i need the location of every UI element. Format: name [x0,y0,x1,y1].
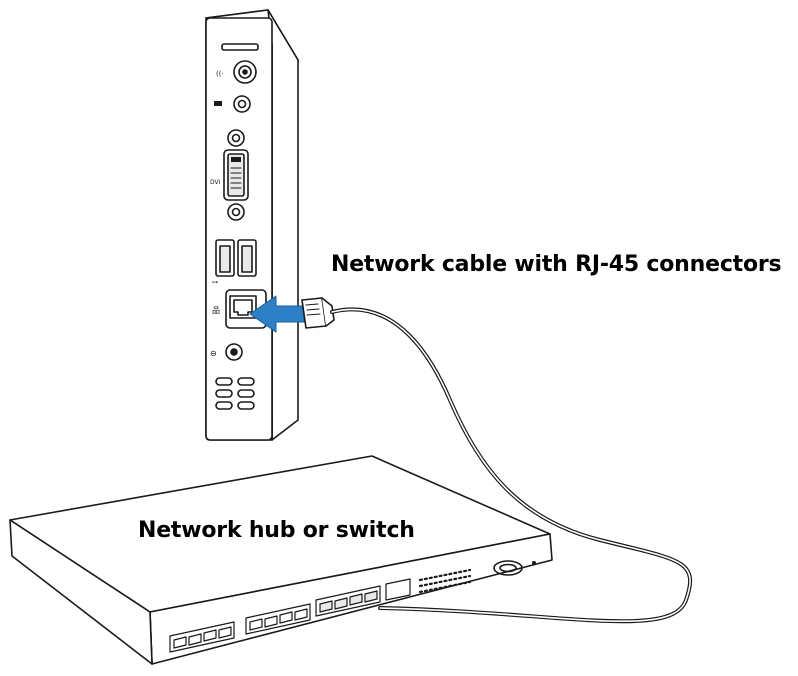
usb-port-icon: ⊶ [212,239,257,286]
rj45-plug-icon [301,297,335,329]
audio-port-icon [214,95,251,113]
hub-label: Network hub or switch [138,518,415,543]
cable-label: Network cable with RJ-45 connectors [331,252,782,277]
network-cable [330,307,692,624]
svg-text:品: 品 [212,306,220,315]
rj45-port-icon [169,578,411,653]
vent-grille [215,377,255,410]
svg-text:((·: ((· [216,70,224,78]
network-switch [9,455,553,665]
console-port [493,560,536,576]
mini-pc: ((· DVI [205,9,299,441]
svg-text:DVI: DVI [210,179,221,186]
svg-text:⊖: ⊖ [210,349,217,358]
power-port-icon: ⊖ [210,343,243,361]
antenna-port-icon: ((· [216,60,257,84]
dvi-port-icon: DVI [210,129,249,221]
svg-text:⊶: ⊶ [212,279,218,286]
switch-vents [418,568,472,594]
lan-port-icon: 品 [212,289,267,329]
